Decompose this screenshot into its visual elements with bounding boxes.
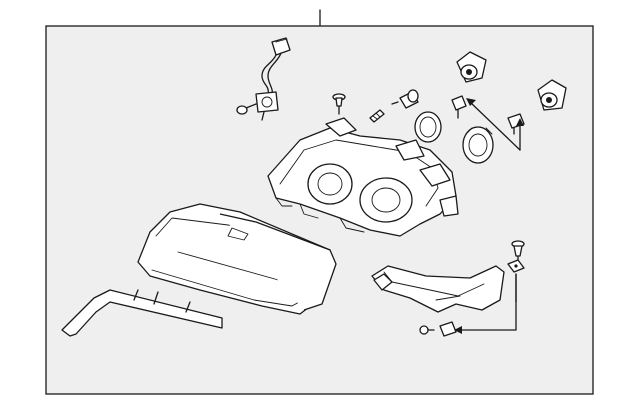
screw [332, 93, 346, 115]
adjuster [391, 89, 419, 109]
clip [369, 109, 385, 123]
bulb-socket [456, 51, 487, 83]
lens-trim-molding [61, 289, 223, 337]
wiring-harness [261, 37, 291, 97]
side-marker-socket [537, 79, 567, 111]
callout-arrow [454, 273, 517, 334]
bulb-socket [451, 95, 467, 119]
clip [439, 321, 457, 337]
bulb-cap [462, 126, 494, 164]
headlamp-lens [137, 203, 337, 315]
bracket-nut [507, 259, 525, 273]
bulb-cap [414, 111, 442, 143]
bulb [236, 91, 279, 121]
bracket-bolt [511, 240, 525, 263]
mounting-bracket [371, 265, 505, 313]
callout-arrow [466, 98, 524, 151]
headlamp-housing [267, 117, 459, 237]
bracket-bolt [419, 325, 435, 335]
